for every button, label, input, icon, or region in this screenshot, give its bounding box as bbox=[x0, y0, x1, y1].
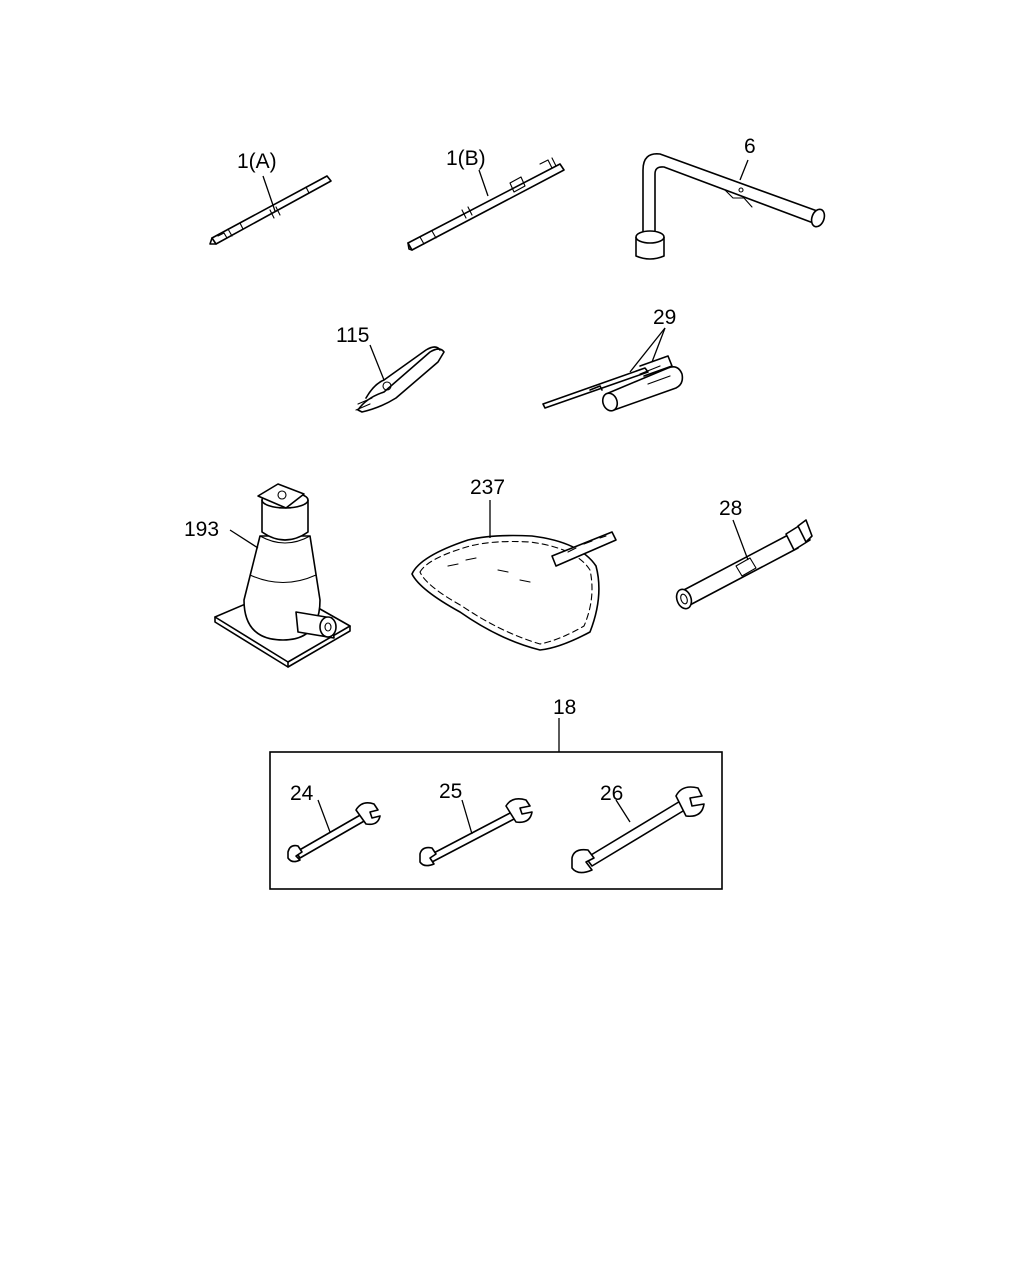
pliers bbox=[355, 344, 445, 413]
bottle-jack bbox=[214, 483, 351, 668]
label-1a: 1(A) bbox=[237, 150, 277, 173]
label-237: 237 bbox=[470, 476, 505, 499]
label-24: 24 bbox=[290, 782, 314, 805]
label-1b: 1(B) bbox=[446, 147, 486, 170]
wrench-24 bbox=[287, 799, 381, 863]
label-29: 29 bbox=[653, 306, 676, 329]
label-18: 18 bbox=[553, 696, 576, 719]
label-26: 26 bbox=[600, 782, 623, 805]
label-193: 193 bbox=[184, 518, 219, 541]
tool-bag bbox=[411, 500, 617, 651]
label-6: 6 bbox=[744, 135, 756, 158]
screwdriver-set bbox=[542, 327, 684, 412]
wrench-25 bbox=[419, 798, 533, 867]
label-28: 28 bbox=[719, 497, 742, 520]
label-25: 25 bbox=[439, 780, 462, 803]
l-wheel-wrench bbox=[635, 153, 826, 260]
jack-handle-bar bbox=[675, 519, 813, 610]
wrench-set-box bbox=[269, 718, 723, 890]
extension-rod-b bbox=[407, 157, 565, 251]
wrench-26 bbox=[571, 786, 705, 874]
label-115: 115 bbox=[336, 324, 369, 347]
handle-rod-a bbox=[209, 175, 332, 245]
